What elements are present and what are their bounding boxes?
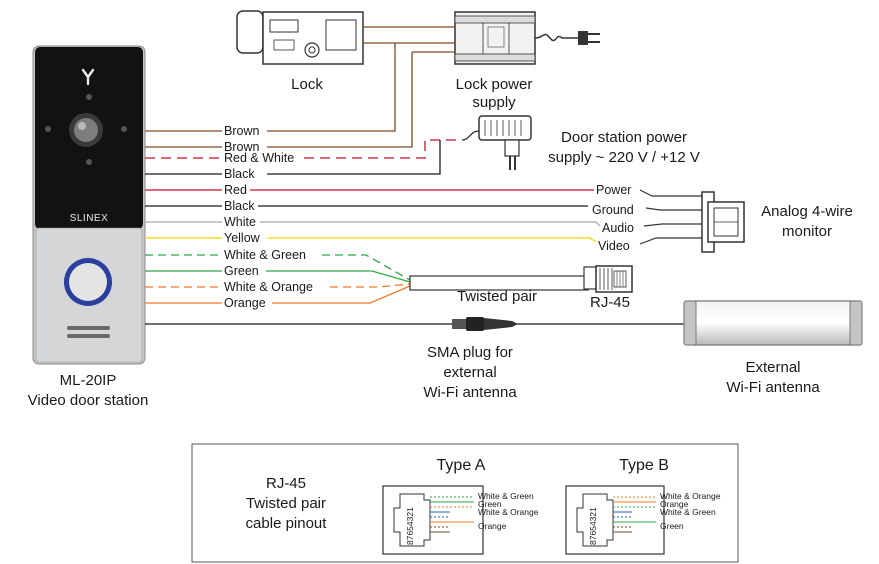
- door-power-label-line2: supply ~ 220 V / +12 V: [548, 149, 700, 166]
- type-b-wire-label: Green: [660, 521, 684, 531]
- monitor-connector-icon: [701, 191, 745, 253]
- antenna-label-line2: Wi-Fi antenna: [726, 379, 820, 396]
- wire-label: White & Green: [224, 248, 306, 262]
- rj45-socket-type-b-icon: 87654321: [565, 485, 665, 555]
- wire-label: Brown: [224, 124, 259, 138]
- monitor-label-line1: Analog 4-wire: [761, 203, 853, 220]
- type-b-wire-label: White & Orange: [660, 491, 721, 501]
- lock-icon: [236, 10, 364, 65]
- type-b-title: Type B: [619, 457, 669, 474]
- wire-label: Green: [224, 264, 259, 278]
- rj45-label: RJ-45: [590, 294, 630, 311]
- pinout-title-line3: cable pinout: [246, 515, 328, 532]
- monitor-label-line2: monitor: [782, 223, 832, 240]
- wire-label: Brown: [224, 140, 259, 154]
- monitor-pin-label: Ground: [592, 203, 634, 217]
- type-a-title: Type A: [437, 457, 486, 474]
- type-a-wire-label: White & Green: [478, 491, 534, 501]
- wire-label: Red & White: [224, 151, 294, 165]
- sma-label-line2: external: [443, 364, 496, 381]
- brand-logo: SLINEX: [70, 213, 109, 224]
- lock-power-label-line2: supply: [472, 94, 516, 111]
- type-b-wire-label: White & Green: [660, 507, 716, 517]
- pinout-title-line1: RJ-45: [266, 475, 306, 492]
- sma-label-line3: Wi-Fi antenna: [423, 384, 517, 401]
- wire-label: Red: [224, 183, 247, 197]
- power-adapter-icon: [461, 115, 532, 170]
- pin-numbers: 87654321: [588, 507, 598, 545]
- speaker-grille-icon: [67, 326, 110, 330]
- device-model: ML-20IP: [60, 372, 117, 389]
- wire-label: White & Orange: [224, 280, 313, 294]
- monitor-pin-label: Audio: [602, 221, 634, 235]
- type-a-wire-label: Orange: [478, 521, 507, 531]
- external-antenna-icon: [683, 300, 863, 346]
- door-station: SLINEX: [32, 45, 146, 365]
- type-a-wire-label: White & Orange: [478, 507, 539, 517]
- pin-numbers: 87654321: [405, 507, 415, 545]
- antenna-label-line1: External: [745, 359, 800, 376]
- pinout-title-line2: Twisted pair: [246, 495, 326, 512]
- rj45-socket-type-a-icon: 87654321: [382, 485, 484, 555]
- wire-label: Orange: [224, 296, 266, 310]
- type-a-wire-label: Green: [478, 499, 502, 509]
- lock-power-supply-icon: [454, 11, 600, 65]
- lock-label: Lock: [291, 76, 323, 93]
- wire-label: Yellow: [224, 231, 261, 245]
- device-subtitle: Video door station: [28, 392, 149, 409]
- wire-label: Black: [224, 199, 255, 213]
- sma-plug-icon: [452, 317, 518, 331]
- wire-label: Black: [224, 167, 255, 181]
- lock-power-label-line1: Lock power: [456, 76, 533, 93]
- type-b-wire-label: Orange: [660, 499, 689, 509]
- twisted-pair-label: Twisted pair: [457, 288, 537, 305]
- monitor-pin-label: Video: [598, 239, 630, 253]
- wire-label: White: [224, 215, 256, 229]
- logo-icon: [81, 68, 95, 86]
- door-power-label-line1: Door station power: [561, 129, 687, 146]
- sma-label-line1: SMA plug for: [427, 344, 513, 361]
- twisted-pair-cable-icon: [409, 265, 633, 293]
- monitor-pin-label: Power: [596, 183, 631, 197]
